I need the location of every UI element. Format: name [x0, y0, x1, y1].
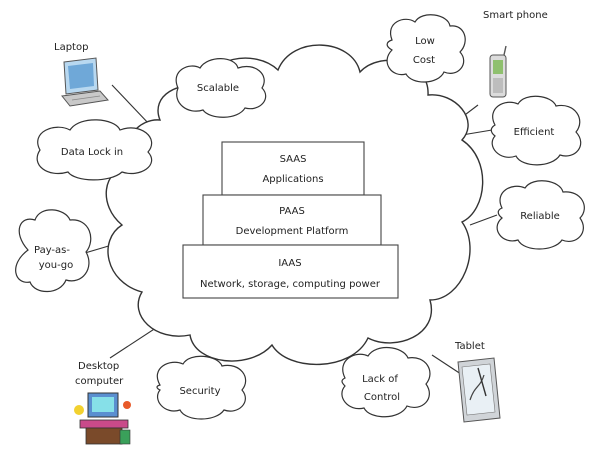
smartphone-icon	[489, 45, 507, 98]
iaas-name: IAAS	[278, 258, 301, 269]
iaas-desc: Network, storage, computing power	[200, 279, 381, 290]
tablet-label: Tablet	[454, 341, 485, 352]
cloud-lack-of-control: Lack of Control	[341, 347, 431, 418]
cloud-security: Security	[156, 355, 247, 420]
laptop-label: Laptop	[54, 42, 88, 53]
lack-of-control-line2: Control	[364, 392, 400, 403]
laptop-icon	[61, 57, 109, 107]
cloud-low-cost: Low Cost	[386, 14, 466, 83]
cloud-data-lock-in: Data Lock in	[36, 119, 153, 181]
efficient-label: Efficient	[514, 127, 555, 138]
cloud-scalable: Scalable	[175, 58, 267, 118]
desktop-computer-icon	[74, 392, 131, 445]
saas-desc: Applications	[262, 174, 323, 185]
paas-layer	[202, 194, 382, 246]
service-stack: SAAS Applications PAAS Development Platf…	[182, 141, 399, 299]
scalable-label: Scalable	[197, 83, 239, 94]
low-cost-line1: Low	[415, 36, 435, 47]
cloud-efficient: Efficient	[490, 95, 582, 166]
lack-of-control-line1: Lack of	[362, 374, 398, 385]
security-label: Security	[179, 386, 220, 397]
cloud-reliable: Reliable	[496, 180, 585, 250]
desktop-label-line1: Desktop	[78, 361, 119, 372]
saas-name: SAAS	[280, 154, 307, 165]
paas-desc: Development Platform	[236, 226, 349, 237]
iaas-layer	[182, 244, 399, 299]
low-cost-line2: Cost	[413, 55, 435, 66]
pay-label-line2: you-go	[39, 260, 73, 271]
reliable-label: Reliable	[520, 211, 560, 222]
cloud-pay-as-you-go: Pay-as- you-go	[15, 209, 92, 293]
saas-layer	[221, 141, 365, 196]
pay-label-line1: Pay-as-	[34, 245, 70, 256]
paas-name: PAAS	[279, 206, 305, 217]
smart-phone-label: Smart phone	[483, 10, 548, 21]
data-lock-in-label: Data Lock in	[61, 147, 123, 158]
desktop-label-line2: computer	[75, 376, 124, 387]
tablet-icon	[457, 357, 501, 423]
